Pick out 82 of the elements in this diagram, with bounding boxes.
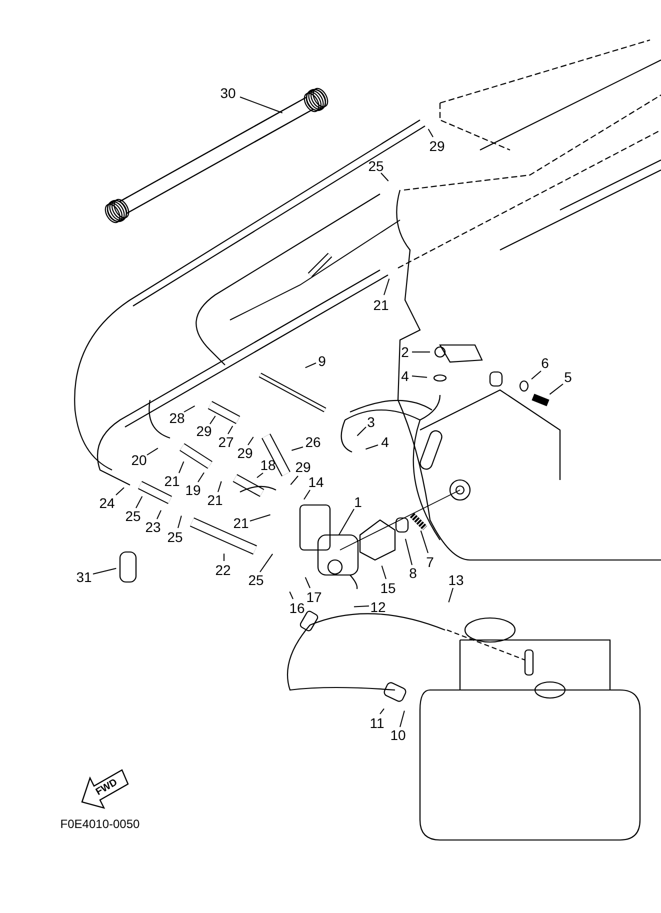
callout-number: 16 — [289, 601, 305, 615]
leader-line — [228, 426, 234, 434]
leader-line — [290, 476, 298, 486]
leader-line — [210, 416, 216, 424]
callout-number: 18 — [260, 458, 276, 472]
callout-number: 17 — [306, 590, 322, 604]
leader-line — [218, 480, 222, 492]
leader-line — [354, 606, 370, 608]
leader-line — [549, 384, 564, 395]
leader-line — [381, 565, 386, 580]
leader-line — [198, 472, 204, 482]
leader-line — [304, 576, 310, 588]
leader-line — [356, 426, 366, 436]
leader-line — [289, 591, 294, 600]
callout-number: 21 — [207, 493, 223, 507]
leader-line — [156, 510, 162, 520]
callout-number: 14 — [308, 475, 324, 489]
leader-line — [338, 508, 354, 536]
leader-line — [260, 553, 274, 572]
callout-number: 6 — [541, 356, 549, 370]
callout-number: 29 — [237, 446, 253, 460]
leader-line — [250, 514, 271, 522]
callout-number: 27 — [218, 435, 234, 449]
leader-line — [178, 515, 182, 528]
callout-number: 2 — [401, 345, 409, 359]
callout-number: 7 — [426, 555, 434, 569]
leader-line — [380, 172, 389, 182]
leader-line — [136, 496, 143, 508]
callout-number: 28 — [169, 411, 185, 425]
leader-line — [384, 278, 390, 296]
leader-line — [412, 376, 428, 378]
leader-line — [248, 436, 254, 446]
figure-code: F0E4010-0050 — [60, 818, 140, 830]
leader-line — [365, 444, 378, 450]
callout-number: 29 — [196, 424, 212, 438]
leader-line — [146, 448, 158, 456]
leader-line — [304, 490, 310, 500]
leader-line — [304, 362, 316, 368]
callout-number: 19 — [185, 483, 201, 497]
leader-line — [380, 708, 384, 714]
callout-number: 25 — [248, 573, 264, 587]
callout-number: 9 — [318, 354, 326, 368]
callout-number: 15 — [380, 581, 396, 595]
callout-number: 4 — [381, 435, 389, 449]
callout-number: 29 — [429, 139, 445, 153]
callout-number: 23 — [145, 520, 161, 534]
callout-number: 26 — [305, 435, 321, 449]
direction-label: FWD — [94, 778, 120, 798]
callout-number: 31 — [76, 570, 92, 584]
callout-number: 1 — [354, 495, 362, 509]
callout-number: 5 — [564, 370, 572, 384]
callout-number: 4 — [401, 369, 409, 383]
callout-number: 20 — [131, 453, 147, 467]
leader-line — [178, 461, 184, 474]
leader-line — [116, 487, 124, 496]
callout-number: 29 — [295, 460, 311, 474]
leader-line — [256, 472, 264, 478]
callout-number: 3 — [367, 415, 375, 429]
leader-line — [291, 446, 304, 451]
leader-line — [240, 96, 283, 114]
callout-number: 11 — [370, 716, 384, 730]
callout-number: 22 — [215, 563, 231, 577]
callout-number: 21 — [373, 298, 389, 312]
leader-line — [400, 710, 405, 728]
callout-number: 21 — [164, 474, 180, 488]
leader-line — [404, 538, 412, 566]
leader-line — [531, 370, 542, 380]
callout-number: 30 — [220, 86, 236, 100]
callout-number: 24 — [99, 496, 115, 510]
callout-number: 12 — [370, 600, 386, 614]
callout-number: 13 — [448, 573, 464, 587]
callout-number: 25 — [125, 509, 141, 523]
leader-line — [92, 568, 117, 574]
leader-line — [420, 530, 428, 554]
leader-line — [184, 405, 196, 412]
callout-number: 25 — [167, 530, 183, 544]
callout-number: 21 — [233, 516, 249, 530]
leader-line — [448, 588, 454, 603]
callout-number: 8 — [409, 566, 417, 580]
callout-number: 25 — [368, 159, 384, 173]
callout-number: 10 — [390, 728, 406, 742]
leader-line — [428, 128, 434, 138]
